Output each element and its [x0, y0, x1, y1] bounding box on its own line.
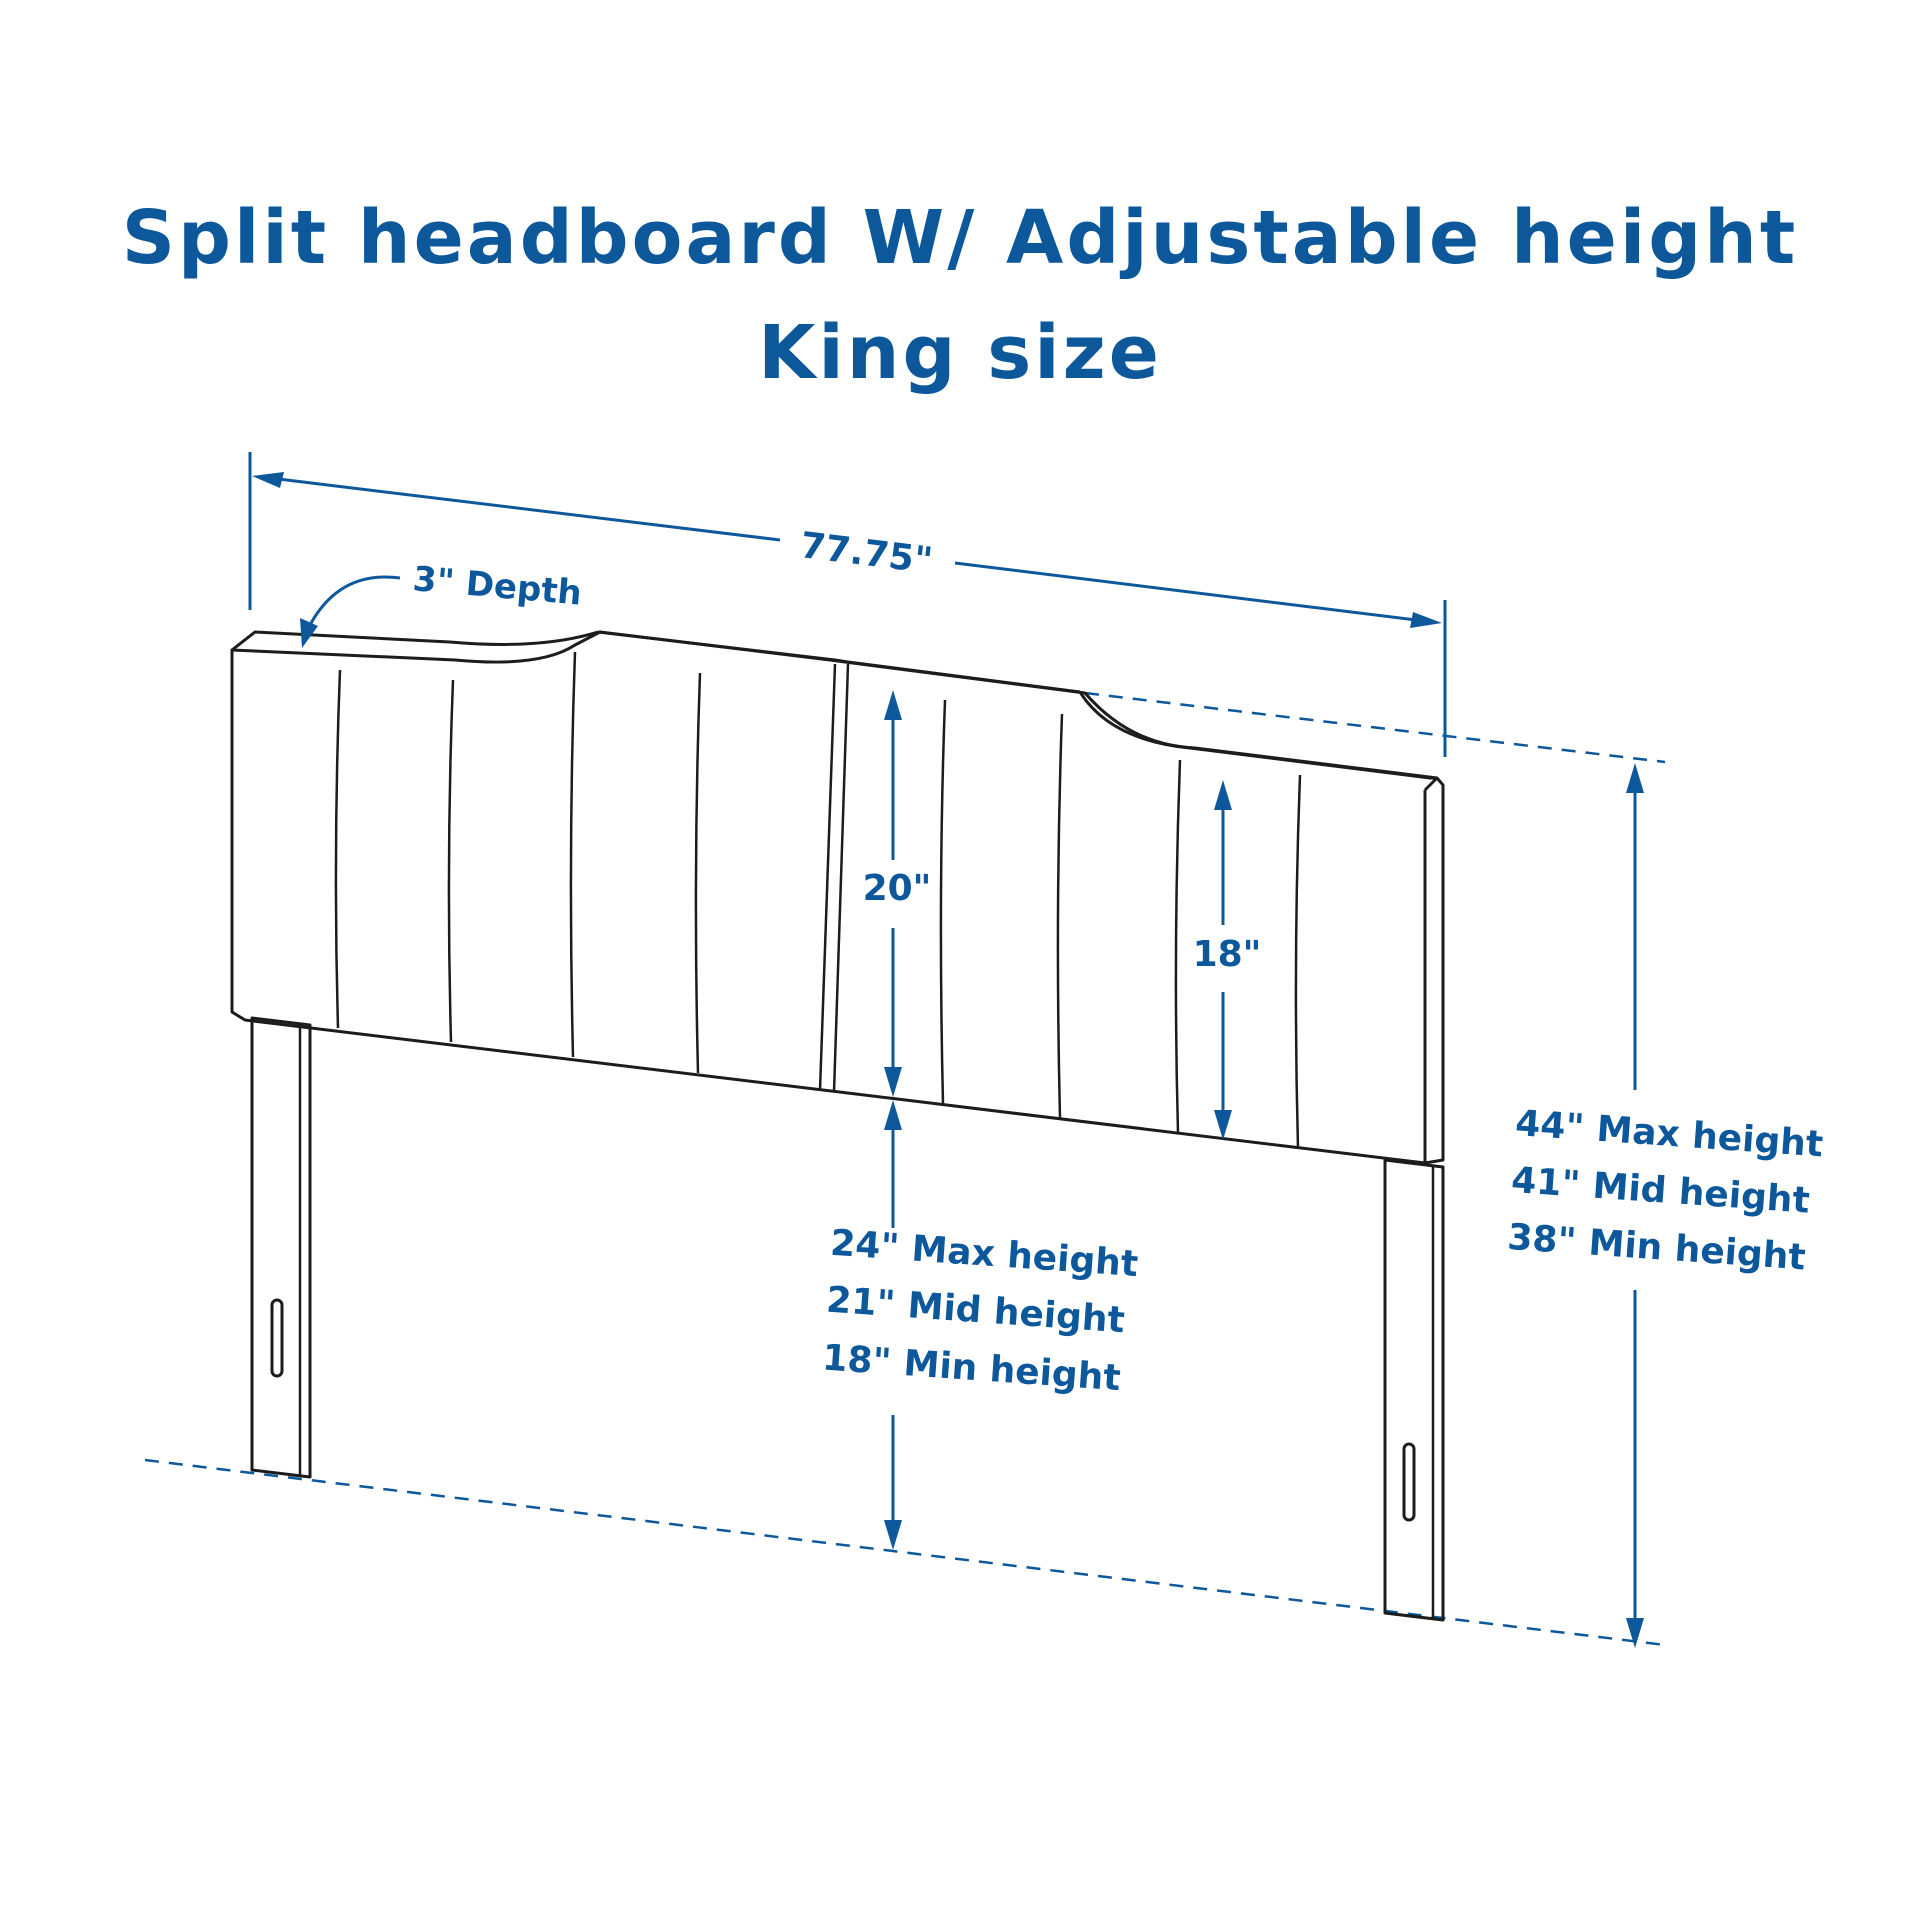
panel-right-height-label: 18" — [1193, 934, 1262, 975]
overall-height-labels: 44" Max height 41" Mid height 38" Min he… — [1506, 1103, 1824, 1279]
overall-height-min: 38" Min height — [1506, 1217, 1807, 1279]
depth-callout — [300, 575, 401, 648]
diagram-title: Split headboard W/ Adjustable height — [121, 195, 1799, 281]
depth-label: 3" Depth — [411, 559, 583, 614]
leg-height-dimension — [884, 1100, 902, 1550]
left-leg — [250, 1016, 312, 1479]
floor-reference-line — [144, 1458, 1666, 1647]
panel-right-height-dimension — [1214, 780, 1232, 1140]
leg-height-min: 18" Min height — [821, 1337, 1122, 1399]
overall-height-mid: 41" Mid height — [1510, 1160, 1811, 1222]
panel-left-height-label: 20" — [863, 868, 932, 909]
leg-height-labels: 24" Max height 21" Mid height 18" Min he… — [821, 1223, 1139, 1399]
headboard-panels — [230, 630, 1445, 1165]
width-label: 77.75" — [798, 525, 935, 582]
right-leg — [1383, 1158, 1445, 1622]
leg-height-mid: 21" Mid height — [825, 1280, 1126, 1342]
diagram-subtitle: King size — [758, 310, 1162, 396]
leg-height-max: 24" Max height — [829, 1223, 1139, 1285]
overall-height-dimension — [1626, 763, 1644, 1648]
panel-left-height-dimension — [884, 690, 902, 1097]
top-reference-line — [1084, 691, 1666, 764]
overall-height-max: 44" Max height — [1514, 1103, 1824, 1165]
width-dimension — [248, 452, 1447, 757]
